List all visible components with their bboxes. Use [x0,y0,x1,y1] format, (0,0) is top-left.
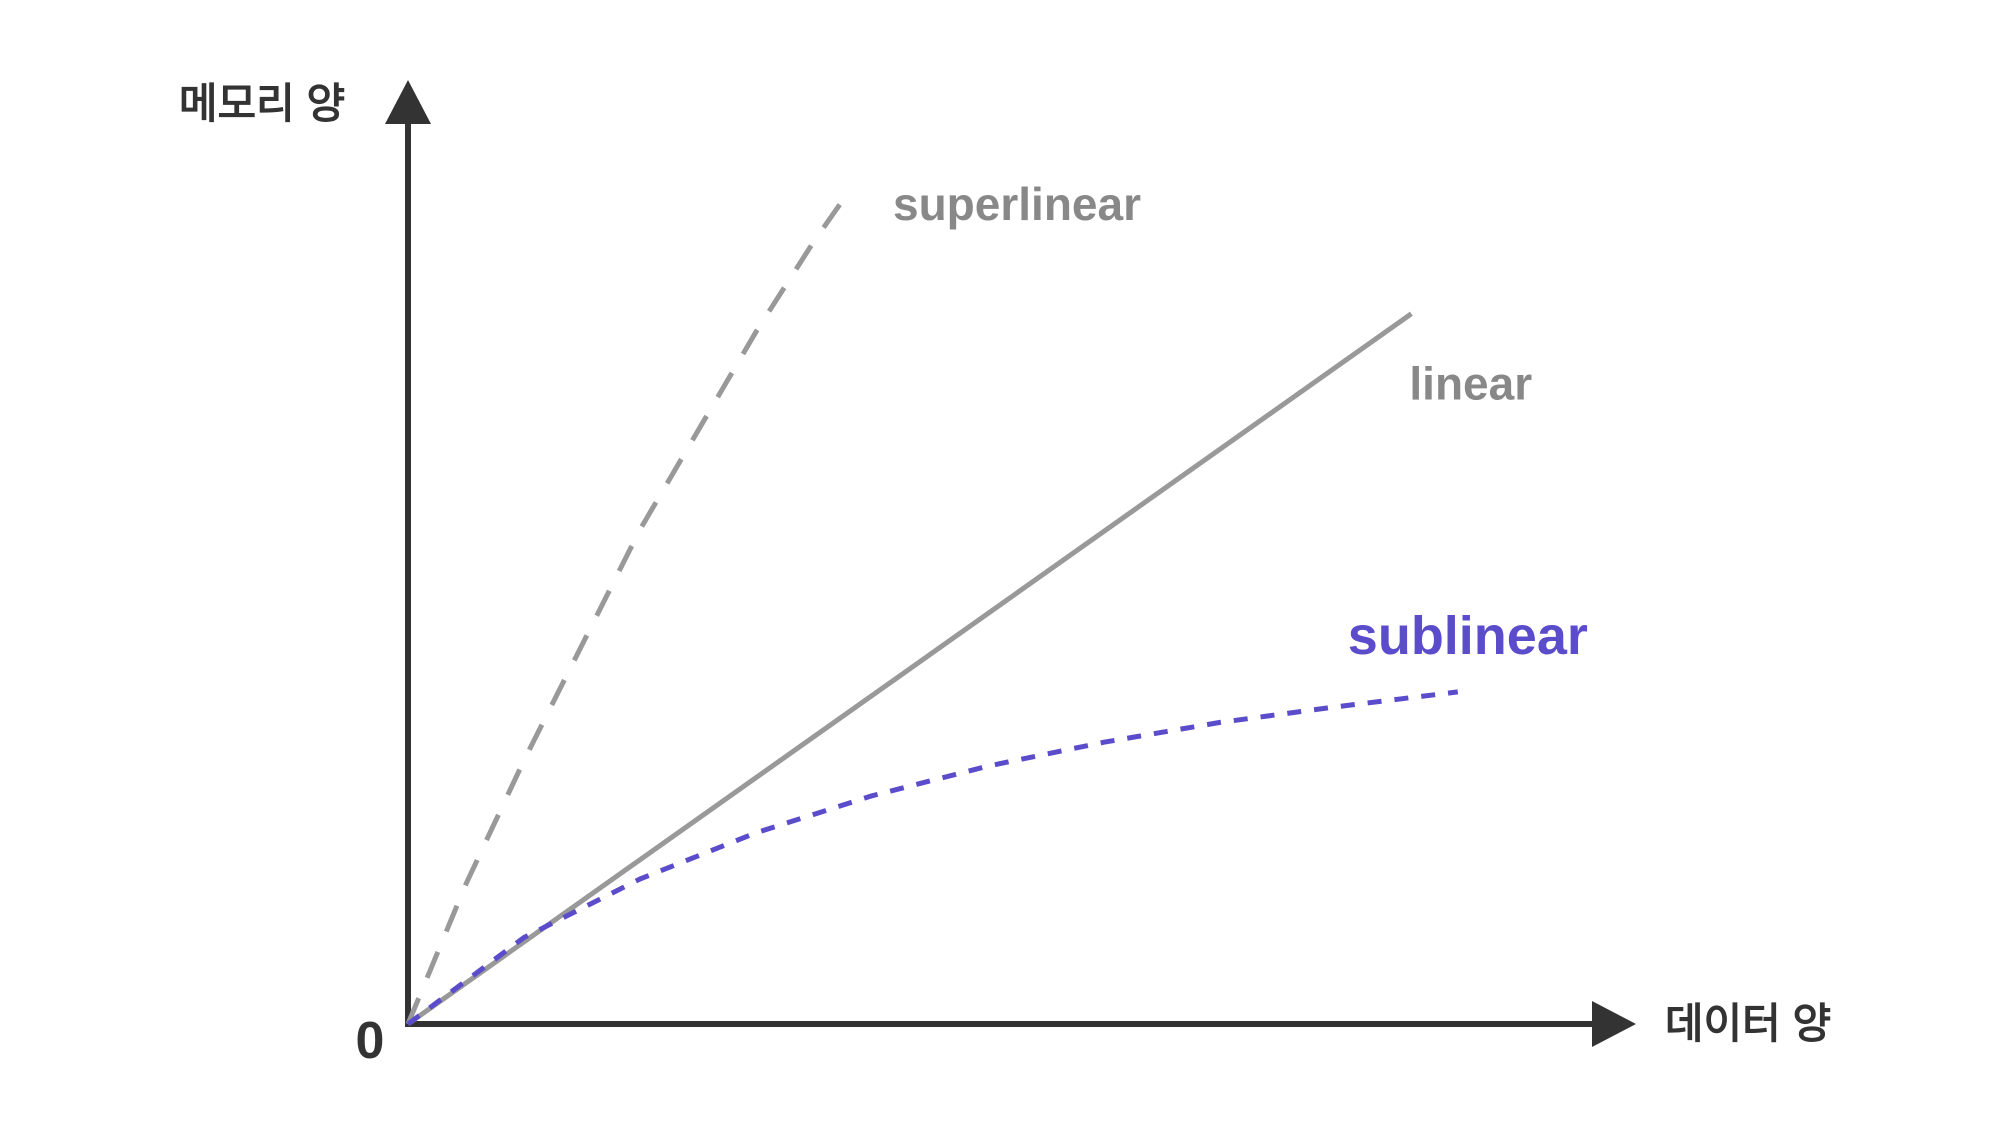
y-axis-label: 메모리 양 [179,80,345,127]
series-layer [405,198,1459,1027]
series-label-sublinear: sublinear [1348,606,1588,666]
series-line-linear [406,311,1413,1027]
y-axis-arrow-icon [385,80,431,124]
origin-label: 0 [356,1012,385,1070]
x-axis-label: 데이터 양 [1665,1000,1831,1047]
series-label-linear: linear [1409,358,1532,410]
series-label-superlinear: superlinear [893,178,1141,230]
series-labels-layer: superlinear linear sublinear [893,178,1588,666]
series-line-superlinear [405,198,846,1025]
x-axis-arrow-icon [1592,1001,1636,1047]
series-line-sublinear [406,689,1459,1027]
